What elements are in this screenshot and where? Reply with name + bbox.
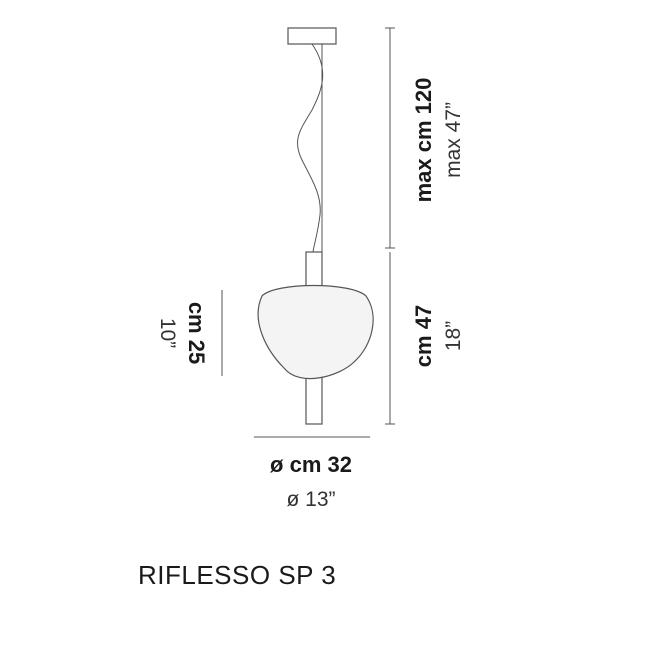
lamp-height-in-label: 18” bbox=[442, 321, 465, 351]
shade-height-in-label: 10” bbox=[156, 318, 179, 348]
total-height-in-label: max 47” bbox=[442, 102, 465, 178]
shade-height-cm-label: cm 25 bbox=[184, 302, 209, 364]
lamp-height-cm-label: cm 47 bbox=[411, 305, 436, 367]
model-name: RIFLESSO SP 3 bbox=[138, 560, 337, 590]
upper-stem bbox=[305, 251, 323, 289]
glass-shade bbox=[257, 284, 374, 380]
lower-stem bbox=[305, 373, 323, 425]
total-height-cm-label: max cm 120 bbox=[411, 78, 436, 203]
ceiling-canopy bbox=[287, 27, 337, 45]
diameter-cm-label: ø cm 32 bbox=[270, 452, 352, 477]
suspension-cable-wavy bbox=[297, 43, 324, 253]
diameter-in-label: ø 13” bbox=[286, 488, 335, 511]
